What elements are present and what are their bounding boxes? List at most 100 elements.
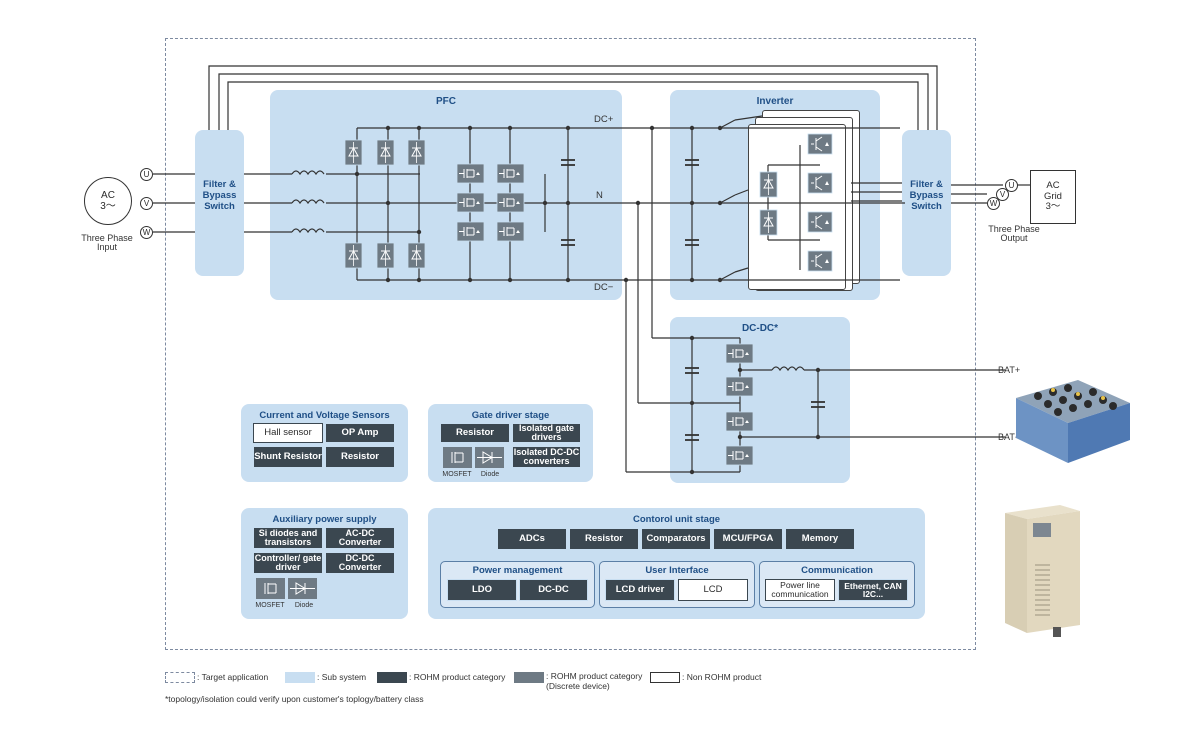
gate-discrete-icons bbox=[443, 447, 504, 468]
dc-minus-label: DC− bbox=[594, 282, 614, 293]
hall-sensor-box: Hall sensor bbox=[253, 423, 323, 443]
gate-driver-title: Gate driver stage bbox=[471, 410, 550, 421]
ac-grid-grid: Grid bbox=[1044, 190, 1062, 202]
ac-input-ac: AC bbox=[101, 190, 115, 201]
dcdc-subsystem: DC-DC* bbox=[670, 317, 850, 483]
controller-gate-driver-box: Controller/ gate driver bbox=[253, 552, 323, 574]
inverter-igbt bbox=[807, 211, 833, 233]
filter-left-label: Filter & Bypass Switch bbox=[202, 179, 237, 212]
bat-plus-label: BAT+ bbox=[998, 365, 1021, 375]
lcd-driver-box: LCD driver bbox=[605, 579, 675, 601]
control-resistor-box: Resistor bbox=[569, 528, 639, 550]
legend-target-swatch bbox=[165, 672, 195, 683]
legend-rohm-discrete-swatch bbox=[514, 672, 544, 683]
op-amp-box: OP Amp bbox=[325, 423, 395, 443]
lcd-box: LCD bbox=[678, 579, 748, 601]
pfc-diode bbox=[344, 242, 363, 269]
pfc-subsystem: PFC bbox=[270, 90, 622, 300]
isolated-dcdc-box: Isolated DC-DC converters bbox=[512, 446, 581, 468]
si-diodes-box: Si diodes and transistors bbox=[253, 527, 323, 549]
power-management-title: Power management bbox=[472, 565, 563, 576]
adcs-box: ADCs bbox=[497, 528, 567, 550]
dcdc-mosfet bbox=[725, 376, 754, 397]
aux-diode-label: Diode bbox=[294, 602, 314, 609]
phase-v-out: V bbox=[996, 188, 1009, 201]
legend-non-rohm-text: : Non ROHM product bbox=[682, 672, 762, 682]
communication-title: Communication bbox=[801, 565, 873, 576]
ac-input-wave: 3～ bbox=[100, 201, 116, 212]
legend-rohm-text: : ROHM product category bbox=[409, 672, 506, 682]
gate-resistor-box: Resistor bbox=[440, 423, 510, 443]
n-label: N bbox=[596, 190, 603, 201]
pfc-diode bbox=[376, 242, 395, 269]
pfc-mosfet bbox=[456, 221, 485, 242]
dcdc-mosfet bbox=[725, 411, 754, 432]
ac-input-label: Three Phase Input bbox=[81, 233, 133, 253]
ethernet-can-box: Ethernet, CAN I2C... bbox=[838, 579, 908, 601]
inverter-igbt bbox=[807, 172, 833, 194]
bat-minus-label: BAT− bbox=[998, 432, 1021, 442]
legend-rohm-discrete-text: : ROHM product category (Discrete device… bbox=[546, 671, 643, 691]
dcdc-mosfet bbox=[725, 343, 754, 364]
pfc-mosfet bbox=[456, 163, 485, 184]
pfc-diode bbox=[407, 139, 426, 166]
aux-title: Auxiliary power supply bbox=[272, 514, 377, 525]
acdc-converter-box: AC-DC Converter bbox=[325, 527, 395, 549]
inverter-igbt bbox=[807, 133, 833, 155]
legend-target-text: : Target application bbox=[197, 672, 269, 682]
ac-grid-symbol: AC Grid 3～ bbox=[1030, 170, 1076, 224]
pfc-mosfet bbox=[496, 163, 525, 184]
gate-mosfet-label: MOSFET bbox=[442, 471, 472, 478]
shunt-resistor-box: Shunt Resistor bbox=[253, 446, 323, 468]
filter-bypass-right bbox=[902, 130, 951, 276]
mcu-fpga-box: MCU/FPGA bbox=[713, 528, 783, 550]
phase-v-in: V bbox=[140, 197, 153, 210]
phase-w-out: W bbox=[987, 197, 1000, 210]
ups-cabinet-image bbox=[1005, 505, 1080, 637]
legend-sub-swatch bbox=[285, 672, 315, 683]
target-application-border bbox=[165, 38, 976, 650]
memory-box: Memory bbox=[785, 528, 855, 550]
dc-plus-label: DC+ bbox=[594, 114, 614, 125]
ldo-box: LDO bbox=[447, 579, 517, 601]
inverter-diode bbox=[759, 209, 778, 236]
ac-grid-ac: AC bbox=[1046, 179, 1060, 191]
pfc-mosfet bbox=[496, 221, 525, 242]
sensors-title: Current and Voltage Sensors bbox=[259, 410, 390, 421]
dcdc-title: DC-DC* bbox=[741, 323, 779, 334]
comparators-box: Comparators bbox=[641, 528, 711, 550]
phase-w-in: W bbox=[140, 226, 153, 239]
filter-bypass-left bbox=[195, 130, 244, 276]
isolated-gate-drivers-box: Isolated gate drivers bbox=[512, 423, 581, 443]
inverter-title: Inverter bbox=[756, 96, 794, 107]
filter-right-label: Filter & Bypass Switch bbox=[909, 179, 944, 212]
phase-u-in: U bbox=[140, 168, 153, 181]
pfc-title: PFC bbox=[436, 96, 456, 107]
aux-mosfet-label: MOSFET bbox=[255, 602, 285, 609]
pfc-diode bbox=[344, 139, 363, 166]
pfc-mosfet bbox=[456, 192, 485, 213]
pm-dcdc-box: DC-DC bbox=[519, 579, 588, 601]
legend-rohm-swatch bbox=[377, 672, 407, 683]
aux-discrete-icons bbox=[256, 578, 317, 599]
pfc-diode bbox=[376, 139, 395, 166]
phase-u-out: U bbox=[1005, 179, 1018, 192]
sensor-resistor-box: Resistor bbox=[325, 446, 395, 468]
legend-non-rohm-swatch bbox=[650, 672, 680, 683]
user-interface-title: User Interface bbox=[645, 565, 709, 576]
pfc-mosfet bbox=[496, 192, 525, 213]
ac-input-symbol: AC 3～ bbox=[84, 177, 132, 225]
legend-sub-text: : Sub system bbox=[317, 672, 367, 682]
aux-dcdc-converter-box: DC-DC Converter bbox=[325, 552, 395, 574]
ac-grid-wave: 3～ bbox=[1045, 201, 1061, 213]
power-line-communication-box: Power line communication bbox=[765, 579, 835, 601]
dcdc-mosfet bbox=[725, 445, 754, 466]
sensors-subsystem: Current and Voltage Sensors bbox=[241, 404, 408, 482]
inverter-diode bbox=[759, 171, 778, 198]
pfc-diode bbox=[407, 242, 426, 269]
control-title: Contorol unit stage bbox=[632, 514, 721, 525]
battery-image bbox=[1016, 380, 1130, 463]
inverter-igbt bbox=[807, 250, 833, 272]
gate-diode-label: Diode bbox=[480, 471, 500, 478]
footnote: *topology/isolation could verify upon cu… bbox=[165, 694, 424, 704]
